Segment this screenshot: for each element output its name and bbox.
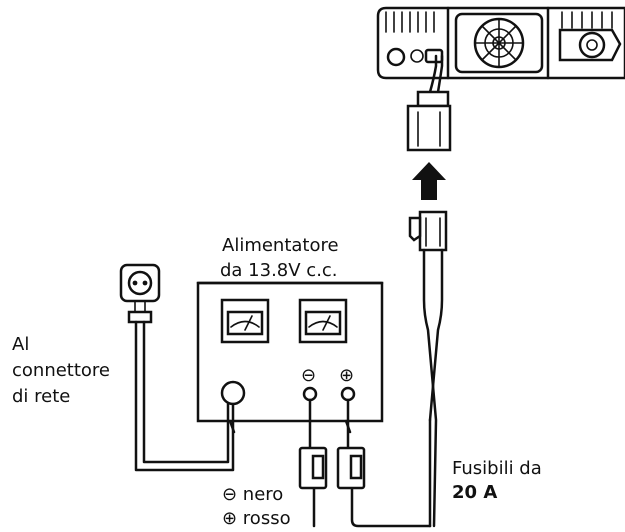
fuse-holder-black	[298, 446, 328, 490]
supply-connector	[408, 210, 448, 252]
mains-label-line3: di rete	[12, 386, 70, 407]
connect-arrow	[412, 162, 446, 200]
fuses-label: Fusibili da	[452, 458, 542, 479]
mains-label-line1: Al	[12, 334, 29, 355]
amp-meter	[298, 298, 348, 344]
radio-knob	[558, 28, 622, 62]
radio-vents	[385, 11, 613, 33]
terminal-posts	[302, 386, 356, 402]
fuse-holder-red	[336, 446, 366, 490]
radio-power-cable	[406, 54, 452, 152]
power-supply-voltage-label: da 13.8V c.c.	[220, 260, 338, 281]
red-wire-label: ⊕ rosso	[222, 508, 291, 529]
mains-label-line2: connettore	[12, 360, 110, 381]
black-wire-label: ⊖ nero	[222, 484, 283, 505]
volt-meter	[220, 298, 270, 344]
power-supply-label: Alimentatore	[222, 235, 339, 256]
dc-cable	[422, 248, 444, 528]
dc-leads	[308, 398, 432, 528]
power-knob	[220, 380, 246, 406]
minus-terminal-symbol: ⊖	[301, 365, 316, 386]
mains-cable	[134, 320, 235, 472]
wall-outlet	[119, 263, 161, 324]
power-supply-unit	[196, 281, 384, 434]
speaker-grille	[454, 12, 544, 74]
fuses-rating-label: 20 A	[452, 482, 497, 503]
plus-terminal-symbol: ⊕	[339, 365, 354, 386]
radio-transceiver	[376, 6, 625, 80]
